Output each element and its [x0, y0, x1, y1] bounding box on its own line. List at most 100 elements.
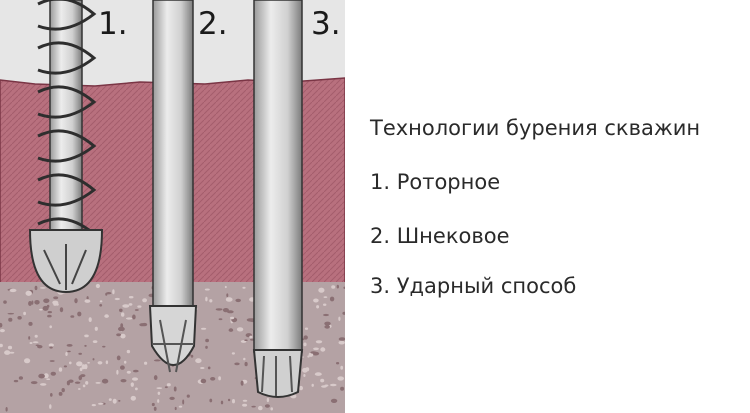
- gravel-pebble: [330, 383, 337, 387]
- gravel-pebble: [226, 310, 234, 314]
- gravel-pebble: [118, 326, 125, 332]
- gravel-pebble: [32, 341, 39, 344]
- gravel-pebble: [84, 334, 89, 338]
- gravel-pebble: [105, 360, 109, 365]
- gravel-pebble: [130, 382, 134, 387]
- gravel-pebble: [130, 395, 136, 401]
- gravel-pebble: [142, 298, 148, 303]
- gravel-pebble: [94, 326, 98, 331]
- gravel-pebble: [220, 400, 224, 405]
- gravel-pebble: [122, 304, 130, 308]
- gravel-pebble: [142, 322, 148, 327]
- gravel-pebble: [169, 396, 175, 400]
- gravel-pebble: [342, 311, 345, 315]
- gravel-pebble: [226, 293, 229, 298]
- gravel-pebble: [65, 352, 68, 356]
- gravel-pebble: [46, 304, 50, 308]
- gravel-pebble: [78, 352, 82, 355]
- gravel-pebble: [200, 367, 205, 369]
- gravel-pebble: [13, 379, 19, 383]
- gravel-pebble: [95, 283, 100, 289]
- gravel-pebble: [81, 364, 86, 370]
- gravel-pebble: [9, 288, 17, 293]
- gravel-pebble: [153, 406, 157, 411]
- gravel-pebble: [29, 342, 33, 344]
- gravel-pebble: [234, 362, 240, 366]
- auger-flights: [37, 0, 97, 251]
- gravel-pebble: [137, 305, 142, 308]
- gravel-pebble: [3, 300, 7, 304]
- gravel-pebble: [205, 338, 210, 343]
- gravel-pebble: [118, 400, 121, 402]
- gravel-pebble: [28, 321, 33, 326]
- gravel-pebble: [5, 407, 8, 412]
- gravel-pebble: [9, 351, 15, 354]
- gravel-pebble: [218, 318, 223, 321]
- gravel-pebble: [40, 383, 47, 386]
- gravel-pebble: [323, 313, 329, 317]
- gravel-pebble: [178, 405, 183, 408]
- gravel-pebble: [230, 316, 235, 320]
- gravel-pebble: [116, 369, 119, 375]
- rotary-shaft: [152, 0, 194, 309]
- gravel-pebble: [186, 394, 190, 398]
- gravel-pebble: [104, 314, 109, 318]
- gravel-pebble: [119, 308, 123, 312]
- gravel-pebble: [157, 399, 160, 403]
- gravel-pebble: [134, 309, 139, 311]
- gravel-pebble: [173, 386, 177, 392]
- gravel-pebble: [39, 287, 46, 289]
- gravel-pebble: [59, 307, 64, 313]
- gravel-pebble: [18, 376, 23, 380]
- caption-item-3: 3. Ударный способ: [370, 274, 577, 298]
- gravel-pebble: [108, 398, 112, 401]
- gravel-pebble: [258, 405, 263, 411]
- gravel-pebble: [174, 406, 177, 411]
- gravel-pebble: [299, 385, 303, 391]
- caption-title: Технологии бурения скважин: [370, 116, 701, 140]
- gravel-pebble: [97, 402, 104, 405]
- gravel-pebble: [270, 407, 274, 411]
- gravel-pebble: [79, 367, 83, 372]
- gravel-pebble: [128, 303, 133, 306]
- gravel-pebble: [266, 397, 270, 403]
- gravel-pebble: [340, 365, 344, 370]
- gravel-pebble: [38, 373, 45, 379]
- gravel-pebble: [133, 369, 139, 373]
- gravel-pebble: [53, 296, 59, 300]
- gravel-pebble: [17, 316, 22, 320]
- gravel-pebble: [313, 347, 319, 351]
- gravel-pebble: [153, 359, 161, 362]
- gravel-pebble: [338, 340, 345, 345]
- gravel-pebble: [28, 301, 32, 306]
- gravel-pebble: [204, 288, 210, 291]
- gravel-pebble: [331, 285, 336, 289]
- gravel-pebble: [200, 378, 207, 384]
- gravel-pebble: [303, 374, 306, 377]
- gravel-pebble: [153, 375, 158, 381]
- gravel-pebble: [336, 284, 339, 289]
- gravel-pebble: [315, 340, 323, 344]
- gravel-pebble: [49, 325, 52, 329]
- gravel-pebble: [232, 399, 235, 404]
- gravel-pebble: [235, 298, 241, 303]
- gravel-pebble: [318, 287, 325, 293]
- gravel-pebble: [58, 391, 63, 396]
- gravel-pebble: [76, 361, 83, 367]
- drilling-tools-illustration: 1. 2. 3.: [0, 0, 345, 413]
- gravel-pebble: [135, 387, 138, 391]
- gravel-pebble: [218, 376, 222, 381]
- gravel-pebble: [120, 333, 126, 339]
- gravel-pebble: [50, 371, 56, 376]
- gravel-pebble: [126, 370, 131, 374]
- gravel-pebble: [77, 311, 82, 317]
- gravel-pebble: [92, 340, 98, 343]
- gravel-pebble: [66, 380, 70, 386]
- gravel-pebble: [23, 311, 26, 316]
- gravel-pebble: [343, 286, 345, 289]
- gravel-pebble: [50, 393, 53, 397]
- gravel-pebble: [195, 358, 202, 364]
- gravel-pebble: [236, 327, 244, 332]
- gravel-pebble: [67, 350, 71, 353]
- gravel-pebble: [92, 358, 95, 361]
